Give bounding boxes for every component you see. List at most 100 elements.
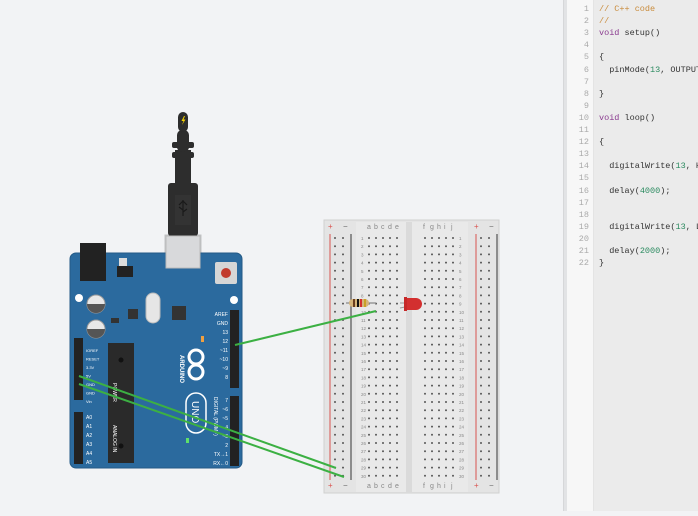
breadboard-hole[interactable]	[480, 343, 482, 346]
code-line[interactable]: void setup()	[599, 28, 660, 38]
breadboard-hole[interactable]	[368, 376, 370, 379]
breadboard-hole[interactable]	[480, 442, 482, 444]
breadboard-hole[interactable]	[389, 294, 391, 297]
breadboard-hole[interactable]	[452, 237, 454, 239]
breadboard-hole[interactable]	[480, 458, 482, 461]
breadboard-hole[interactable]	[438, 417, 440, 420]
breadboard-hole[interactable]	[452, 384, 454, 387]
breadboard-hole[interactable]	[424, 368, 426, 371]
breadboard-hole[interactable]	[452, 392, 454, 395]
breadboard-hole[interactable]	[452, 458, 454, 461]
breadboard-hole[interactable]	[431, 450, 433, 453]
breadboard-hole[interactable]	[375, 327, 377, 330]
breadboard-hole[interactable]	[389, 401, 391, 403]
breadboard-hole[interactable]	[396, 401, 398, 403]
breadboard-hole[interactable]	[438, 360, 440, 362]
breadboard-hole[interactable]	[424, 392, 426, 395]
breadboard-hole[interactable]	[424, 302, 426, 305]
breadboard-hole[interactable]	[368, 360, 370, 362]
breadboard-hole[interactable]	[431, 261, 433, 264]
breadboard-hole[interactable]	[396, 360, 398, 362]
breadboard-hole[interactable]	[342, 425, 344, 428]
breadboard-hole[interactable]	[452, 376, 454, 379]
breadboard-hole[interactable]	[396, 409, 398, 412]
breadboard-hole[interactable]	[334, 294, 336, 297]
breadboard-hole[interactable]	[342, 409, 344, 412]
breadboard-hole[interactable]	[488, 237, 490, 239]
breadboard-hole[interactable]	[431, 245, 433, 248]
breadboard-hole[interactable]	[452, 368, 454, 371]
breadboard-hole[interactable]	[375, 245, 377, 248]
breadboard-hole[interactable]	[445, 409, 447, 412]
power-header[interactable]	[74, 338, 83, 400]
breadboard-hole[interactable]	[389, 278, 391, 280]
breadboard-hole[interactable]	[342, 294, 344, 297]
breadboard-hole[interactable]	[480, 450, 482, 453]
breadboard-hole[interactable]	[342, 237, 344, 239]
breadboard-hole[interactable]	[424, 376, 426, 379]
breadboard-hole[interactable]	[431, 392, 433, 395]
breadboard-hole[interactable]	[431, 237, 433, 239]
breadboard-hole[interactable]	[445, 253, 447, 256]
breadboard-hole[interactable]	[452, 351, 454, 354]
breadboard-hole[interactable]	[342, 392, 344, 395]
breadboard-hole[interactable]	[431, 343, 433, 346]
breadboard-hole[interactable]	[431, 442, 433, 444]
breadboard-hole[interactable]	[431, 278, 433, 280]
usb-cable[interactable]	[164, 112, 202, 266]
breadboard-hole[interactable]	[488, 319, 490, 321]
breadboard-hole[interactable]	[389, 302, 391, 305]
breadboard-hole[interactable]	[382, 310, 384, 313]
breadboard-hole[interactable]	[389, 343, 391, 346]
breadboard-hole[interactable]	[438, 384, 440, 387]
breadboard-hole[interactable]	[452, 409, 454, 412]
breadboard-hole[interactable]	[334, 474, 336, 477]
breadboard-hole[interactable]	[424, 319, 426, 321]
breadboard-hole[interactable]	[452, 425, 454, 428]
breadboard-hole[interactable]	[438, 409, 440, 412]
breadboard-hole[interactable]	[445, 433, 447, 436]
breadboard-hole[interactable]	[389, 253, 391, 256]
breadboard-hole[interactable]	[488, 376, 490, 379]
breadboard[interactable]: 1122334455667788991010111112121313141415…	[323, 219, 500, 494]
breadboard-hole[interactable]	[424, 253, 426, 256]
breadboard-hole[interactable]	[389, 351, 391, 354]
breadboard-hole[interactable]	[342, 310, 344, 313]
breadboard-hole[interactable]	[375, 384, 377, 387]
breadboard-hole[interactable]	[368, 392, 370, 395]
breadboard-hole[interactable]	[452, 253, 454, 256]
breadboard-hole[interactable]	[342, 368, 344, 371]
breadboard-hole[interactable]	[438, 368, 440, 371]
breadboard-hole[interactable]	[396, 278, 398, 280]
breadboard-hole[interactable]	[452, 261, 454, 264]
breadboard-hole[interactable]	[382, 425, 384, 428]
breadboard-hole[interactable]	[438, 335, 440, 338]
breadboard-hole[interactable]	[396, 253, 398, 256]
breadboard-hole[interactable]	[438, 310, 440, 313]
breadboard-hole[interactable]	[480, 392, 482, 395]
breadboard-hole[interactable]	[488, 253, 490, 256]
breadboard-hole[interactable]	[396, 466, 398, 469]
digital-header-high[interactable]	[230, 310, 239, 388]
breadboard-hole[interactable]	[480, 466, 482, 469]
breadboard-hole[interactable]	[438, 450, 440, 453]
breadboard-hole[interactable]	[445, 384, 447, 387]
breadboard-hole[interactable]	[424, 278, 426, 280]
breadboard-hole[interactable]	[368, 458, 370, 461]
breadboard-hole[interactable]	[424, 409, 426, 412]
breadboard-hole[interactable]	[424, 425, 426, 428]
breadboard-hole[interactable]	[389, 368, 391, 371]
breadboard-hole[interactable]	[389, 335, 391, 338]
breadboard-hole[interactable]	[424, 245, 426, 248]
breadboard-hole[interactable]	[396, 294, 398, 297]
breadboard-hole[interactable]	[375, 392, 377, 395]
breadboard-hole[interactable]	[424, 458, 426, 461]
breadboard-hole[interactable]	[488, 368, 490, 371]
breadboard-hole[interactable]	[488, 417, 490, 420]
breadboard-hole[interactable]	[375, 253, 377, 256]
breadboard-hole[interactable]	[480, 368, 482, 371]
breadboard-hole[interactable]	[445, 425, 447, 428]
breadboard-hole[interactable]	[368, 278, 370, 280]
breadboard-hole[interactable]	[334, 360, 336, 362]
